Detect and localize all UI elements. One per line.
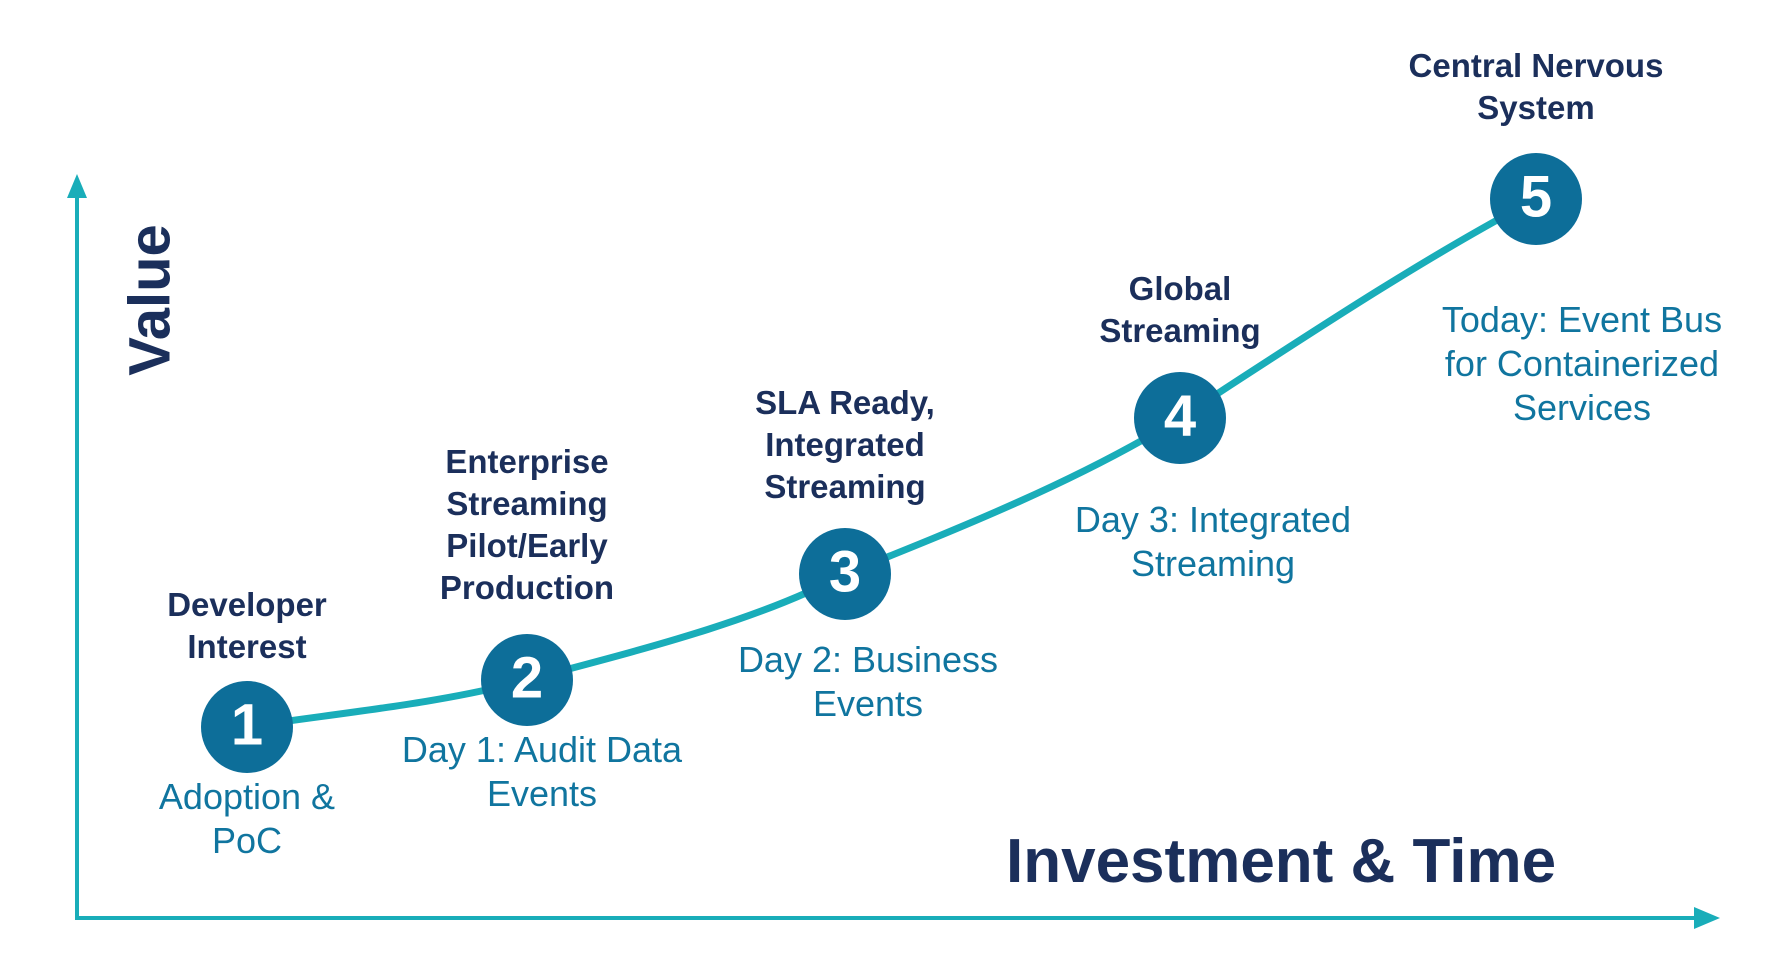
stage-number: 2: [511, 645, 543, 710]
stage-title-line: Streaming: [446, 485, 608, 522]
stage-description-line: Events: [812, 683, 924, 724]
stage-circle: [481, 634, 573, 726]
stage-title-line: Global: [1128, 270, 1232, 307]
stage-node-2: 2: [481, 634, 573, 726]
stage-title-line: Interest: [187, 628, 307, 665]
stage-circle: [201, 681, 293, 773]
stage-title-line: Streaming: [764, 468, 926, 505]
stage-node-1: 1: [201, 681, 293, 773]
stage-number: 4: [1164, 383, 1196, 448]
stage-title-line: Production: [439, 569, 615, 606]
stage-description-line: Day 3: Integrated: [1074, 499, 1352, 540]
stage-circle: [1490, 153, 1582, 245]
stage-title-line: Integrated: [765, 426, 925, 463]
stage-description-line: Streaming: [1130, 543, 1296, 584]
stage-description-line: Adoption &: [158, 776, 336, 817]
stage-description-line: Today: Event Bus: [1441, 299, 1723, 340]
x-axis-label: Investment & Time: [1006, 827, 1557, 896]
stage-number: 3: [829, 539, 861, 604]
stage-description-line: Events: [486, 773, 598, 814]
stage-title-line: Pilot/Early: [446, 527, 608, 564]
stage-title-line: System: [1477, 89, 1595, 126]
y-axis-arrowhead: [67, 174, 87, 198]
stage-node-3: 3: [799, 528, 891, 620]
stage-title-line: SLA Ready,: [755, 384, 935, 421]
stage-title-line: Central Nervous: [1408, 47, 1664, 84]
stage-number: 5: [1520, 164, 1552, 229]
stage-description-line: Day 1: Audit Data: [401, 729, 683, 770]
stage-description-line: Day 2: Business: [737, 639, 999, 680]
stage-number: 1: [231, 692, 263, 757]
stage-description-line: Services: [1512, 387, 1652, 428]
stage-title-line: Developer: [167, 586, 327, 623]
stage-node-5: 5: [1490, 153, 1582, 245]
stage-title-line: Enterprise: [445, 443, 609, 480]
stage-nodes: 1 2 3 4 5: [201, 153, 1582, 773]
stage-node-4: 4: [1134, 372, 1226, 464]
y-axis-label: Value: [117, 224, 183, 376]
stage-description-1: Adoption &PoC: [67, 775, 427, 863]
stage-description-line: PoC: [211, 820, 283, 861]
x-axis-arrowhead: [1694, 907, 1720, 929]
stage-circle: [799, 528, 891, 620]
stage-circle: [1134, 372, 1226, 464]
stage-title-line: Streaming: [1099, 312, 1261, 349]
stage-description-line: for Containerized: [1444, 343, 1720, 384]
